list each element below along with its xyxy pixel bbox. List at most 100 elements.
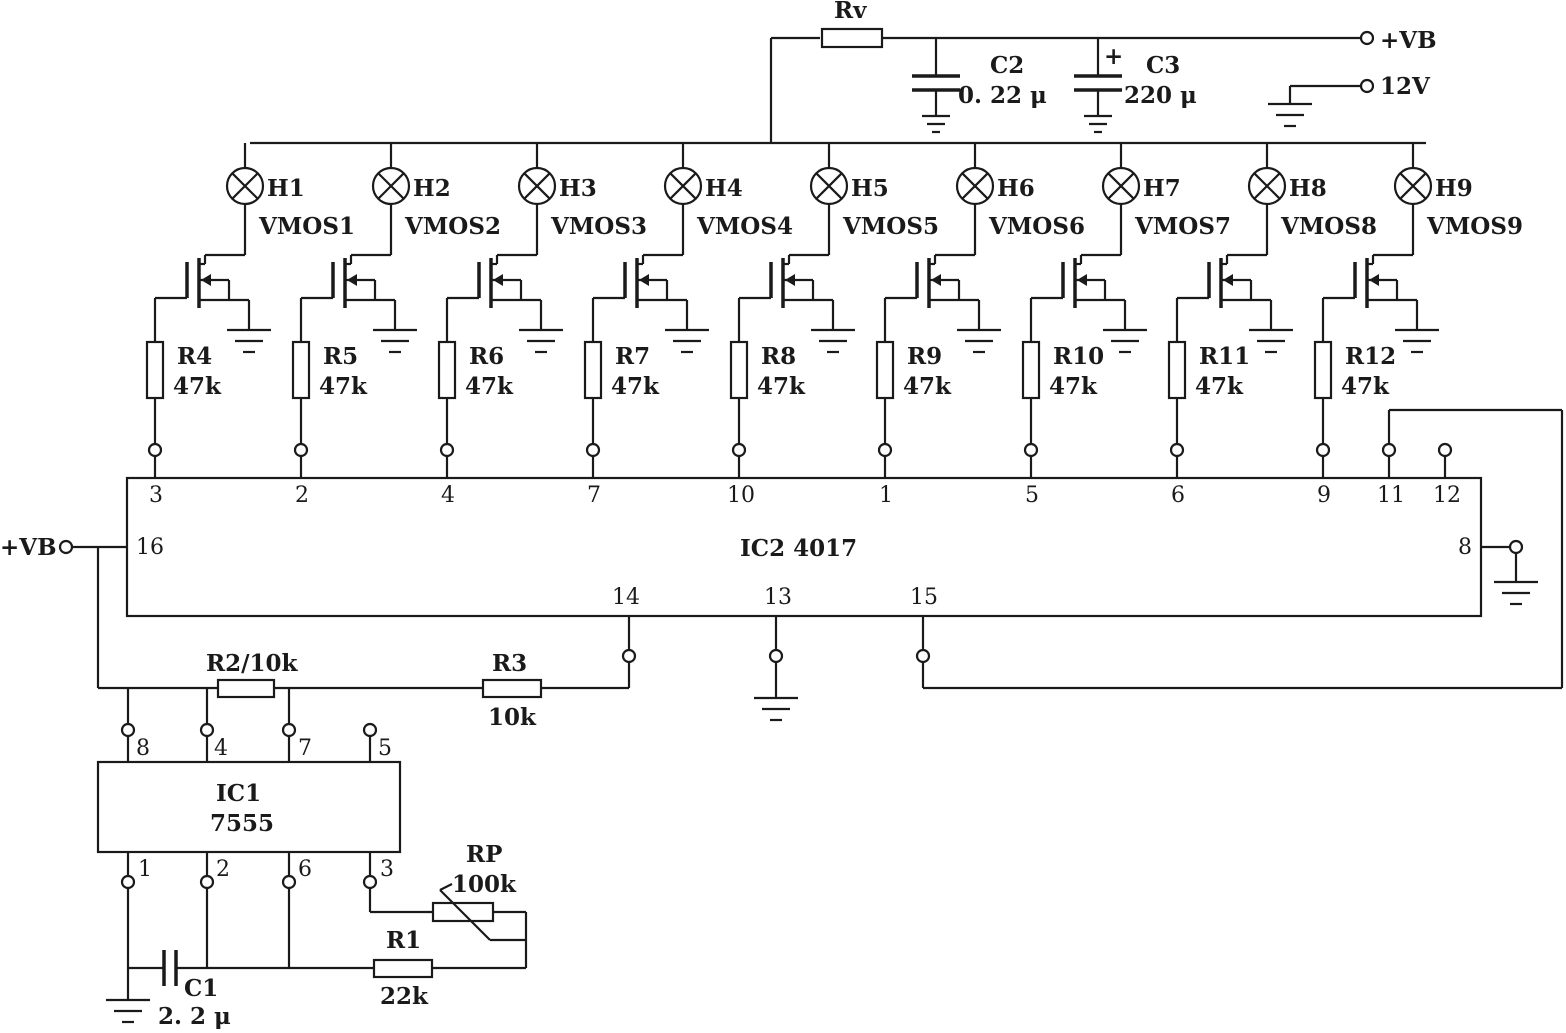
- ic1-pin6-num: 6: [298, 857, 312, 882]
- ic2-pin16-num: 16: [136, 535, 164, 560]
- r2-label: R2/10k: [206, 650, 299, 677]
- ic2-pin8-num: 8: [1458, 535, 1472, 560]
- resistor-r2: [216, 678, 276, 699]
- vmos-label: VMOS4: [696, 213, 793, 240]
- output-pin-terminal: [439, 442, 455, 458]
- vb-terminal-top: [1359, 30, 1375, 46]
- ic1-part: 7555: [210, 810, 274, 837]
- ic1-pin6-terminal: [281, 874, 297, 890]
- ic1-7555: IC1 7555 8 4 7 5 1 2 6 3: [96, 688, 402, 1000]
- ic1-pin4-num: 4: [214, 736, 228, 761]
- c2-name: C2: [990, 52, 1024, 79]
- c3-value: 220 μ: [1124, 82, 1197, 109]
- lamp-label: H3: [559, 175, 597, 202]
- r3-value: 10k: [488, 704, 537, 731]
- ic2-pin14-terminal: [621, 648, 637, 664]
- ic1-pin7-num: 7: [298, 736, 312, 761]
- output-pin-terminal: [877, 442, 893, 458]
- resistor-value: 47k: [465, 373, 514, 400]
- ic2-output-pin-num: 5: [1025, 483, 1039, 508]
- rc-section: RP 100k R1 22k C1 2. 2 μ: [106, 841, 528, 1030]
- vmos-label: VMOS2: [404, 213, 501, 240]
- resistor-value: 47k: [1195, 373, 1244, 400]
- vmos-label: VMOS6: [988, 213, 1085, 240]
- gate-resistor: [583, 340, 603, 400]
- gate-resistor: [729, 340, 749, 400]
- resistor-label: R5: [323, 343, 358, 370]
- resistor-value: 47k: [903, 373, 952, 400]
- lamp-label: H4: [705, 175, 743, 202]
- r3-name: R3: [492, 650, 527, 677]
- supply-section: +VB Rv C2 0. 22 μ + C3 220 μ: [250, 0, 1437, 145]
- ic1-pin2-num: 2: [216, 857, 230, 882]
- lamp-label: H6: [997, 175, 1035, 202]
- ic1-pin8-num: 8: [136, 736, 150, 761]
- ic1-pin1-terminal: [120, 874, 136, 890]
- c1-name: C1: [184, 975, 218, 1002]
- output-pin-terminal: [293, 442, 309, 458]
- vmos-label: VMOS1: [258, 213, 355, 240]
- ic2-output-pin-num: 4: [441, 483, 455, 508]
- ic2-output-pin-num: 7: [587, 483, 601, 508]
- ic2-output-pin-num: 6: [1171, 483, 1185, 508]
- resistor-label: R10: [1053, 343, 1104, 370]
- ic1-pin5-terminal: [362, 722, 378, 738]
- channel-group: H1VMOS1R447k3H2VMOS2R547k2H3VMOS3R647k4H…: [145, 143, 1523, 508]
- resistor-value: 47k: [319, 373, 368, 400]
- vmos-label: VMOS7: [1134, 213, 1231, 240]
- ic1-pin2-terminal: [199, 874, 215, 890]
- ic2-pin13-terminal: [768, 648, 784, 664]
- c2-value: 0. 22 μ: [958, 82, 1047, 109]
- lamp-label: H8: [1289, 175, 1327, 202]
- vmos-label: VMOS9: [1426, 213, 1523, 240]
- ic1-pin3-terminal: [362, 874, 378, 890]
- resistor-value: 47k: [611, 373, 660, 400]
- vmos-label: VMOS3: [550, 213, 647, 240]
- r1-value: 22k: [380, 983, 429, 1010]
- c3-plus: +: [1104, 43, 1123, 70]
- rv-label: Rv: [834, 0, 867, 24]
- output-pin-terminal: [1169, 442, 1185, 458]
- resistor-value: 47k: [173, 373, 222, 400]
- ic1-pin4-terminal: [199, 722, 215, 738]
- vb-label-left: +VB: [0, 534, 57, 561]
- ic2-output-pin-num: 9: [1317, 483, 1331, 508]
- timing-network: R2/10k R3 10k: [98, 650, 629, 731]
- vmos-label: VMOS8: [1280, 213, 1377, 240]
- lamp-label: H9: [1435, 175, 1473, 202]
- output-pin-terminal: [731, 442, 747, 458]
- gate-resistor: [437, 340, 457, 400]
- ic2-pin11-terminal: [1381, 442, 1397, 458]
- ic2-pin8-terminal: [1508, 539, 1524, 555]
- resistor-value: 47k: [1049, 373, 1098, 400]
- ic2-pin15-terminal: [915, 648, 931, 664]
- resistor-label: R11: [1199, 343, 1250, 370]
- ic1-pin3-num: 3: [380, 857, 394, 882]
- resistor-rv: [820, 27, 884, 49]
- capacitor-c2: [912, 38, 960, 134]
- resistor-r1: [372, 958, 434, 979]
- ic2-pin15-num: 15: [910, 585, 938, 610]
- rp-name: RP: [466, 841, 502, 868]
- ic2-output-pin-num: 3: [149, 483, 163, 508]
- lamp-label: H2: [413, 175, 451, 202]
- v12-terminal: [1359, 78, 1375, 94]
- resistor-label: R9: [907, 343, 942, 370]
- ic1-body: [96, 760, 402, 854]
- resistor-label: R7: [615, 343, 650, 370]
- gate-resistor: [291, 340, 311, 400]
- ic1-pin5-num: 5: [378, 736, 392, 761]
- ground-12v: [1268, 84, 1360, 128]
- resistor-value: 47k: [1341, 373, 1390, 400]
- ic2-output-pin-num: 10: [727, 483, 755, 508]
- output-pin-terminal: [147, 442, 163, 458]
- v12-label: 12V: [1380, 73, 1431, 100]
